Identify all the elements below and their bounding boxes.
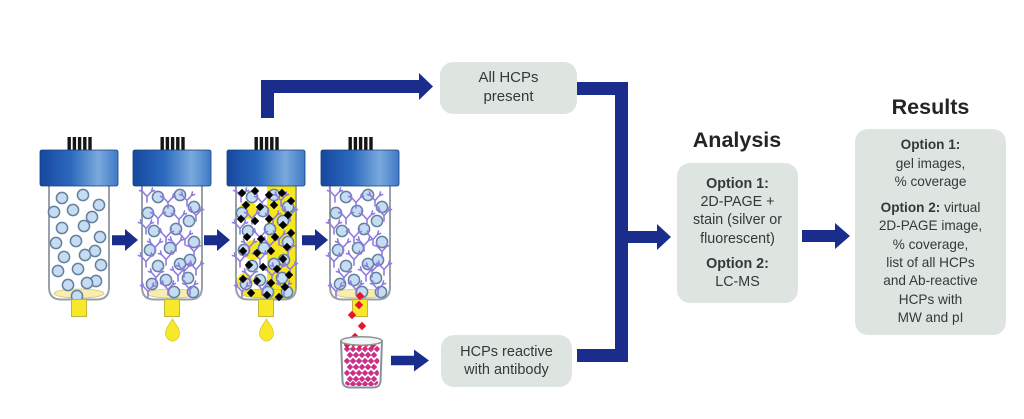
analysis-option2-label: Option 2:: [706, 255, 769, 272]
results-option2: Option 2: virtual 2D-PAGE image, % cover…: [879, 199, 982, 328]
all-hcps-present-box: All HCPs present: [440, 62, 577, 114]
collector-bracket: [577, 82, 671, 362]
eluate-beaker-icon: [339, 336, 384, 389]
results-option2-label: Option 2:: [880, 199, 941, 215]
arrow-to-all-hcps: [261, 73, 433, 118]
results-option1-text: gel images, % coverage: [894, 155, 967, 190]
analysis-option1-text: 2D-PAGE + stain (silver or fluorescent): [693, 193, 782, 247]
column-with-beads-icon: [39, 136, 119, 317]
arrow-analysis-to-results: [802, 223, 850, 249]
buffer-droplet-icon: [165, 318, 180, 342]
column-after-elution-icon: [320, 136, 400, 317]
flow-arrow-2: [204, 229, 230, 251]
analysis-box: Option 1: 2D-PAGE + stain (silver or flu…: [677, 163, 798, 303]
hcps-reactive-box: HCPs reactive with antibody: [441, 335, 572, 387]
column-sample-loaded-icon: [226, 136, 306, 317]
arrow-to-hcps-reactive: [391, 349, 429, 372]
results-option1-label: Option 1:: [900, 137, 961, 153]
hcps-reactive-label: HCPs reactive with antibody: [460, 343, 553, 378]
analysis-option1-label: Option 1:: [706, 175, 769, 192]
analysis-option2-text: LC-MS: [715, 274, 760, 291]
results-option2-text: virtual 2D-PAGE image, % coverage, list …: [878, 199, 983, 326]
results-heading: Results: [891, 95, 970, 119]
analysis-heading: Analysis: [692, 128, 782, 152]
all-hcps-present-label: All HCPs present: [478, 69, 539, 105]
buffer-droplet-icon: [259, 318, 274, 342]
flow-arrow-3: [302, 229, 328, 251]
results-box: Option 1: gel images, % coverage Option …: [855, 129, 1006, 335]
flow-arrow-1: [112, 229, 138, 251]
column-beads-antibodies-icon: [132, 136, 212, 317]
